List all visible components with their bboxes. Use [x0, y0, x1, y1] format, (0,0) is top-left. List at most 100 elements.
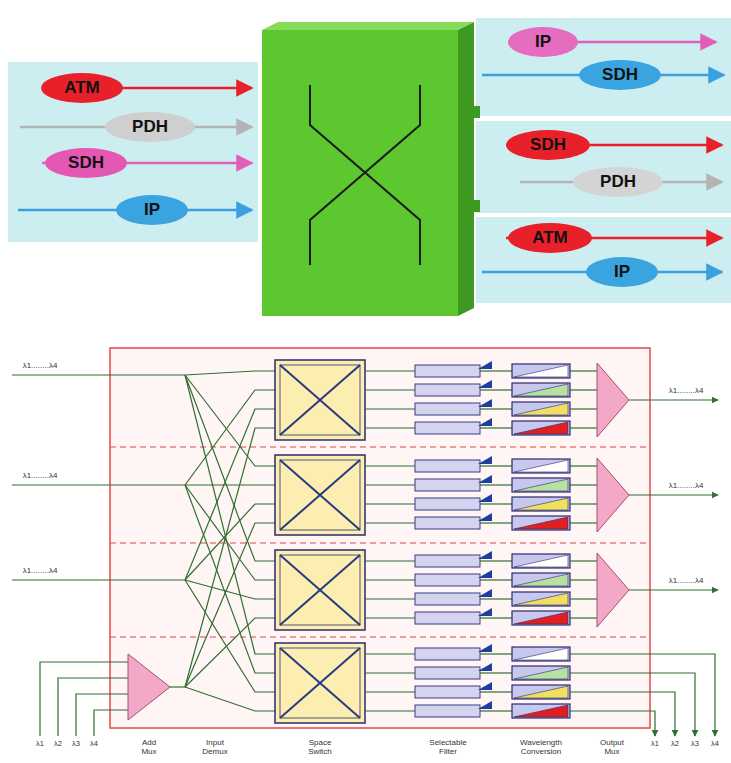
switch-block: [275, 360, 570, 440]
protocol-oval: ATM: [507, 222, 593, 254]
oval-fill: [105, 112, 195, 142]
protocol-oval: SDH: [44, 147, 128, 179]
input-demux-fan: [12, 371, 275, 736]
cross-connect-symbol: [310, 85, 420, 265]
wavelength-range: λ1........λ4: [9, 362, 71, 371]
block-divider: [110, 446, 650, 447]
demux-line: [185, 504, 275, 580]
protocol-name: SDH: [530, 135, 566, 155]
oval-fill: [41, 73, 123, 103]
protocol-name: ATM: [532, 228, 568, 248]
drop-fibre: [570, 692, 675, 736]
add-input: [76, 694, 128, 736]
switch-side: [458, 22, 474, 316]
switch-block: [275, 455, 570, 535]
wavelength-range: λ1........λ4: [9, 472, 71, 481]
demux-line: [185, 618, 275, 687]
wavelength-range: λ1........λ4: [655, 387, 717, 396]
oval-fill: [506, 130, 590, 160]
wavelength-label: λ2: [667, 740, 683, 748]
wavelength-label: λ1: [32, 740, 48, 748]
output-panel: [476, 217, 731, 303]
oval-fill: [45, 148, 127, 178]
demux-line: [185, 523, 275, 687]
output-mux-group: [570, 553, 629, 627]
protocol-oval: IP: [507, 26, 579, 58]
wavelength-label: λ2: [50, 740, 66, 748]
add-input: [94, 710, 128, 736]
output-fibre: [629, 589, 718, 590]
input-panel: [8, 62, 258, 242]
output-panel: [476, 121, 731, 213]
block-divider: [110, 542, 650, 543]
switch-port: [474, 200, 480, 212]
demux-line: [185, 484, 275, 485]
wavelength-label: λ4: [707, 740, 723, 748]
oval-fill: [579, 60, 661, 90]
input-fibre: [12, 484, 185, 485]
output-mux-group: [570, 363, 629, 437]
wavelength-label: λ3: [68, 740, 84, 748]
protocol-name: SDH: [602, 65, 638, 85]
input-fibre: [12, 579, 185, 580]
protocol-name: ATM: [64, 78, 100, 98]
wavelength-range: λ1........λ4: [655, 577, 717, 586]
stage-label: Add Mux: [134, 739, 164, 757]
switch-front: [262, 30, 458, 316]
demux-line: [185, 485, 275, 673]
drop-fibre: [570, 711, 655, 736]
protocol-oval: IP: [115, 194, 189, 226]
output-fibre: [629, 494, 718, 495]
protocol-name: PDH: [132, 117, 168, 137]
demux-line: [185, 687, 275, 711]
protocol-oval: IP: [585, 256, 659, 288]
add-input: [58, 678, 128, 736]
cross-connect-symbol: [310, 85, 420, 265]
switch-block: [275, 643, 570, 723]
block-divider: [110, 636, 650, 637]
protocol-name: IP: [535, 32, 551, 52]
stage-label: Space Switch: [297, 739, 343, 757]
demux-line: [185, 409, 275, 580]
demux-line: [185, 485, 275, 580]
stage-label: Input Demux: [195, 739, 235, 757]
protocol-name: IP: [614, 262, 630, 282]
oval-fill: [508, 27, 578, 57]
output-panel: [476, 18, 731, 116]
protocol-oval: PDH: [104, 111, 196, 143]
protocol-name: SDH: [68, 153, 104, 173]
oval-fill: [508, 223, 592, 253]
demux-line: [185, 371, 275, 375]
protocol-name: PDH: [600, 172, 636, 192]
output-lines: [570, 400, 718, 736]
add-mux: [128, 654, 170, 720]
stage-label: Wavelength Conversion: [513, 739, 569, 757]
wavelength-label: λ3: [687, 740, 703, 748]
input-fibre: [12, 374, 185, 375]
oval-fill: [586, 257, 658, 287]
stage-label: Output Mux: [592, 739, 632, 757]
oxc-frame: [110, 348, 650, 728]
switch-block: [275, 550, 570, 630]
wavelength-range: λ1........λ4: [655, 482, 717, 491]
wavelength-label: λ1: [647, 740, 663, 748]
demux-line: [185, 428, 275, 687]
protocol-oval: ATM: [40, 72, 124, 104]
stage-label: Selectable Filter: [420, 739, 476, 757]
demux-line: [185, 375, 275, 654]
demux-line: [185, 375, 275, 466]
protocol-name: IP: [144, 200, 160, 220]
output-mux-group: [570, 458, 629, 532]
output-fibre: [629, 399, 718, 400]
protocol-oval: SDH: [578, 59, 662, 91]
oval-fill: [573, 167, 663, 197]
wavelength-range: λ1........λ4: [9, 567, 71, 576]
add-fibre: [170, 686, 185, 687]
switch-top: [262, 22, 474, 30]
demux-line: [185, 375, 275, 561]
drop-fibre: [570, 654, 715, 736]
switch-port: [474, 106, 480, 118]
